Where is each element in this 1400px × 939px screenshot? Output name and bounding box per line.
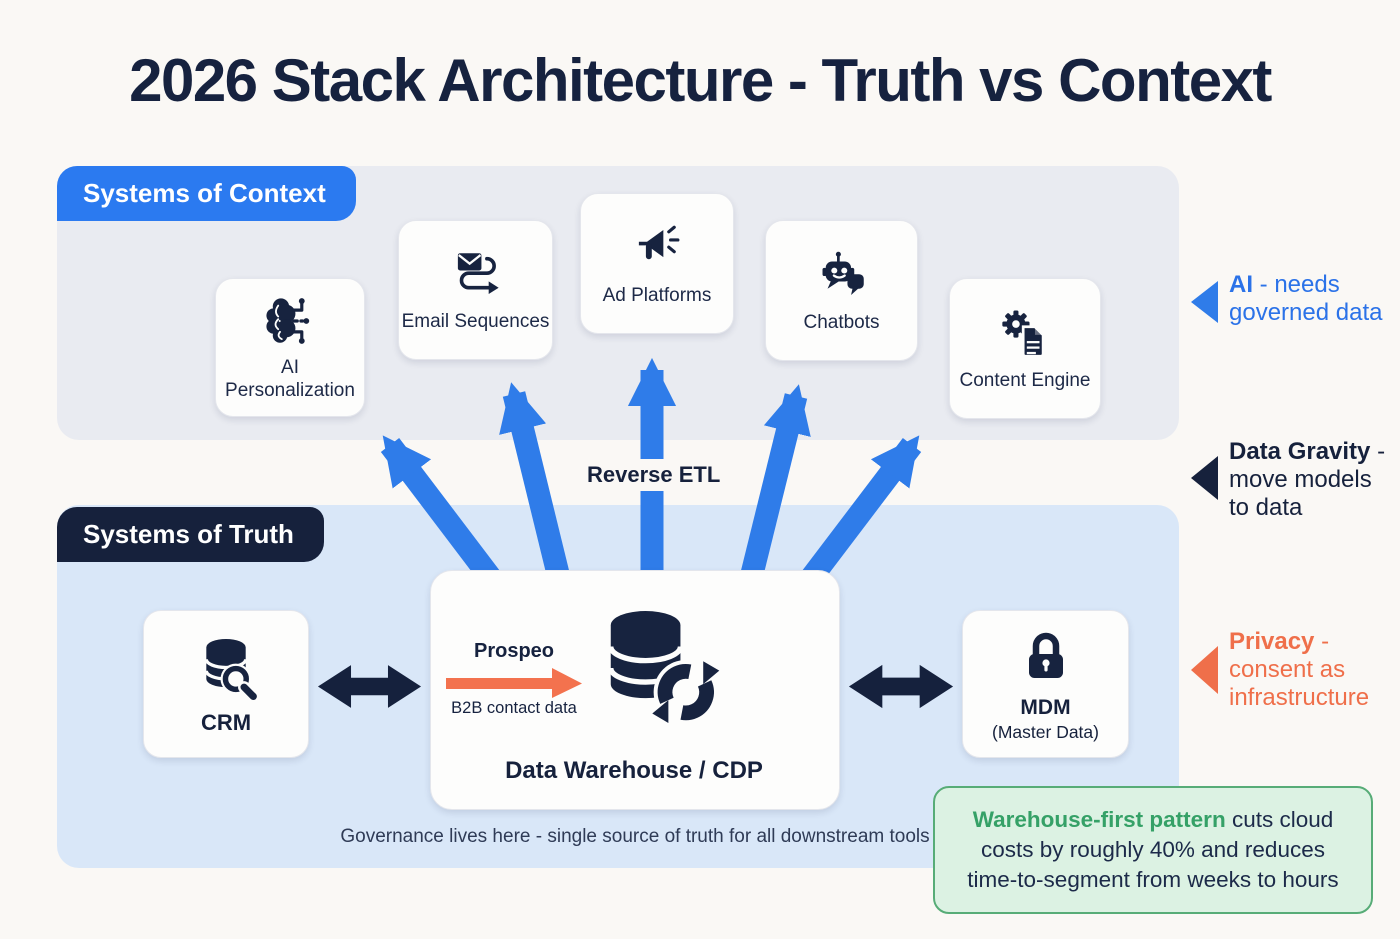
prospeo-feed-label: Prospeo bbox=[473, 640, 555, 662]
crm-warehouse-sync-arrow bbox=[317, 665, 422, 708]
reverse-etl-label: Reverse ETL bbox=[575, 459, 733, 491]
card-email-sequences: Email Sequences bbox=[398, 220, 553, 360]
annotation-term: Privacy bbox=[1229, 628, 1315, 655]
annotation-suffix: - needs bbox=[1253, 271, 1340, 298]
b2b-contact-data-label: B2B contact data bbox=[451, 699, 577, 717]
padlock-icon bbox=[1014, 625, 1078, 689]
left-triangle-icon bbox=[1191, 456, 1218, 500]
annotation-ai: AI - needs governed data bbox=[1229, 271, 1399, 327]
warehouse-first-callout: Warehouse-first pattern cuts cloud costs… bbox=[933, 786, 1373, 914]
card-label: Email Sequences bbox=[401, 311, 550, 333]
card-chatbots: Chatbots bbox=[765, 220, 918, 361]
database-sync-icon bbox=[608, 611, 720, 725]
annotation-data-gravity: Data Gravity - move models to data bbox=[1229, 438, 1399, 522]
prospeo-feed-arrow bbox=[446, 668, 582, 698]
systems-of-context-badge: Systems of Context bbox=[57, 166, 356, 221]
callout-rest: cuts cloud costs by roughly 40% and redu… bbox=[967, 807, 1339, 892]
governance-note: Governance lives here - single source of… bbox=[340, 826, 930, 847]
megaphone-icon bbox=[628, 220, 686, 278]
annotation-suffix: - bbox=[1314, 628, 1330, 655]
database-search-icon bbox=[191, 633, 261, 703]
card-content-engine: Content Engine bbox=[949, 278, 1101, 419]
warehouse-mdm-sync-arrow bbox=[848, 664, 954, 709]
card-label: AI Personalization bbox=[225, 357, 355, 401]
annotation-line: infrastructure bbox=[1229, 684, 1370, 712]
card-ai-personalization: AI Personalization bbox=[215, 278, 365, 417]
annotation-line: to data bbox=[1229, 494, 1303, 522]
card-mdm: MDM (Master Data) bbox=[962, 610, 1129, 758]
annotation-term: Data Gravity bbox=[1229, 438, 1371, 465]
page-title: 2026 Stack Architecture - Truth vs Conte… bbox=[129, 47, 1272, 114]
annotation-suffix: - bbox=[1370, 438, 1386, 465]
card-label: Content Engine bbox=[959, 369, 1091, 391]
annotation-line: move models bbox=[1229, 466, 1372, 494]
left-triangle-icon bbox=[1191, 646, 1218, 694]
annotation-privacy: Privacy - consent as infrastructure bbox=[1229, 628, 1400, 712]
annotation-line: consent as bbox=[1229, 656, 1346, 684]
card-label: Ad Platforms bbox=[602, 284, 712, 306]
annotation-term: AI bbox=[1229, 271, 1253, 298]
data-warehouse-title: Data Warehouse / CDP bbox=[505, 757, 763, 784]
brain-circuit-icon bbox=[261, 292, 319, 350]
gear-document-icon bbox=[996, 305, 1054, 363]
robot-chat-icon bbox=[813, 247, 871, 305]
card-sublabel: (Master Data) bbox=[992, 722, 1099, 743]
left-triangle-icon bbox=[1191, 281, 1218, 323]
card-label: Chatbots bbox=[803, 311, 880, 333]
annotation-line: governed data bbox=[1229, 299, 1383, 327]
email-loop-icon bbox=[447, 246, 505, 304]
card-label: MDM bbox=[1020, 695, 1071, 719]
card-label: CRM bbox=[200, 709, 252, 735]
card-ad-platforms: Ad Platforms bbox=[580, 193, 734, 334]
card-crm: CRM bbox=[143, 610, 309, 758]
callout-highlight: Warehouse-first pattern bbox=[972, 807, 1226, 833]
systems-of-truth-badge: Systems of Truth bbox=[57, 507, 324, 562]
